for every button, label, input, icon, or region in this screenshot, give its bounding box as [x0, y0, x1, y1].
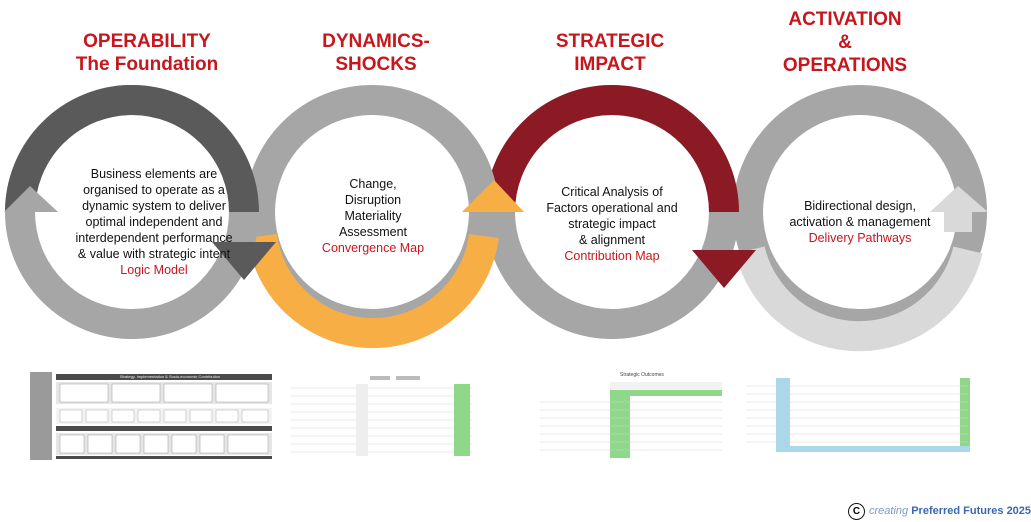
heading-operability-line1: OPERABILITY	[83, 31, 211, 52]
contribution-map-link: Contribution Map	[564, 249, 660, 263]
copyright-icon: C	[848, 502, 865, 520]
footer-creating: creating	[869, 505, 909, 517]
ring-activation	[733, 85, 988, 352]
heading-strategic-line2: IMPACT	[574, 54, 646, 75]
center-line: Bidirectional design,	[804, 199, 916, 213]
strategic-outcomes-graphic	[540, 382, 722, 458]
footer-brand: Preferred Futures 2025	[911, 505, 1031, 517]
center-line: Business elements are	[90, 167, 218, 181]
heading-operability-line2: The Foundation	[75, 54, 219, 75]
logic-model-thumbnail-graphic	[30, 372, 272, 460]
center-line: activation & management	[789, 215, 931, 229]
contribution-map-thumbnail: Strategic Outcomes	[540, 372, 726, 460]
center-line: interdependent performance	[75, 231, 233, 245]
center-text-dynamics: Change, Disruption Materiality Assessmen…	[308, 176, 438, 256]
convergence-map-link: Convergence Map	[321, 241, 425, 255]
center-line: & alignment	[578, 233, 645, 247]
heading-activation-line1: ACTIVATION	[788, 9, 902, 30]
convergence-map-thumbnail-graphic	[290, 376, 472, 456]
logic-model-link: Logic Model	[120, 263, 188, 277]
center-line: & value with strategic intent	[77, 247, 231, 261]
delivery-pathways-thumbnail	[742, 372, 972, 460]
center-line: Assessment	[338, 225, 408, 239]
heading-activation: ACTIVATION & OPERATIONS	[770, 8, 920, 77]
heading-activation-line2: &	[838, 32, 852, 53]
heading-strategic-line1: STRATEGIC	[555, 31, 665, 52]
center-line: dynamic system to deliver	[82, 199, 226, 213]
heading-dynamics-line1: DYNAMICS-	[322, 31, 430, 52]
ring-dynamics-shocks	[245, 85, 524, 348]
delivery-pathways-graphic	[746, 378, 970, 452]
heading-dynamics-line2: SHOCKS	[335, 54, 417, 75]
center-line: Change,	[349, 177, 397, 191]
center-line: strategic impact	[568, 217, 656, 231]
heading-strategic-impact: STRATEGIC IMPACT	[540, 30, 680, 76]
center-line: Disruption	[344, 193, 402, 207]
center-text-activation: Bidirectional design, activation & manag…	[770, 198, 950, 246]
strategic-outcomes-title: Strategic Outcomes	[620, 372, 664, 378]
delivery-pathways-link: Delivery Pathways	[808, 231, 912, 245]
center-line: Critical Analysis of	[561, 185, 663, 199]
convergence-map-thumbnail	[286, 372, 476, 460]
ring-operability	[4, 85, 276, 339]
center-text-operability: Business elements are organised to opera…	[56, 166, 252, 278]
center-line: Materiality	[344, 209, 402, 223]
center-line: Factors operational and	[546, 201, 678, 215]
center-line: optimal independent and	[85, 215, 223, 229]
heading-activation-line3: OPERATIONS	[782, 55, 908, 76]
center-line: organised to operate as a	[83, 183, 225, 197]
heading-operability: OPERABILITY The Foundation	[62, 30, 232, 76]
logic-model-thumbnail: Strategy, Implementation & Socio-economi…	[30, 372, 274, 460]
heading-dynamics-shocks: DYNAMICS- SHOCKS	[306, 30, 446, 76]
center-text-strategic: Critical Analysis of Factors operational…	[536, 184, 688, 264]
logic-model-thumbnail-title: Strategy, Implementation & Socio-economi…	[119, 374, 221, 379]
